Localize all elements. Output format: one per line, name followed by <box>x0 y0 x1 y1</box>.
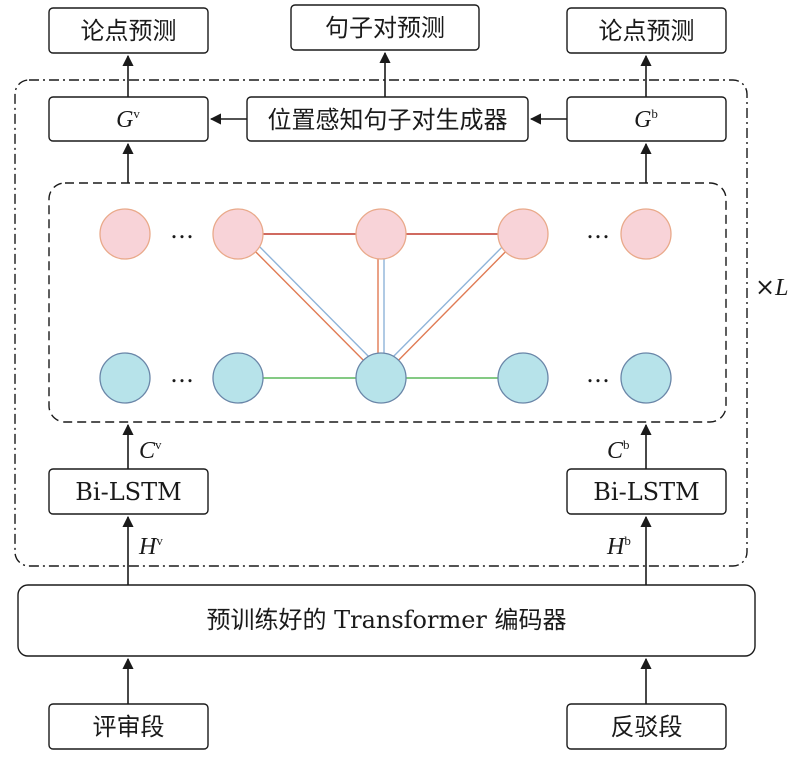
rebuttal-node <box>99 352 151 404</box>
g-review-box: Gv <box>48 96 209 142</box>
transformer-encoder-box: 预训练好的 Transformer 编码器 <box>17 584 756 657</box>
g-review-label: Gv <box>116 106 140 133</box>
cross-edge <box>239 235 380 377</box>
cross-edge <box>382 235 522 377</box>
review-node <box>212 208 264 260</box>
bilstm-review-box: Bi-LSTM <box>48 468 209 515</box>
argument-prediction-left-label: 论点预测 <box>81 17 177 45</box>
rebuttal-input-label: 反驳段 <box>611 713 683 741</box>
generator-label: 位置感知句子对生成器 <box>268 106 508 134</box>
ellipsis-rebuttal-right: … <box>586 360 610 388</box>
ellipsis-rebuttal-left: … <box>170 360 194 388</box>
graph-region <box>48 182 727 423</box>
repeat-label: ×L <box>755 273 788 301</box>
c-rebuttal-label: Cb <box>607 437 630 464</box>
ellipsis-review-right: … <box>586 216 610 244</box>
h-review-label: Hv <box>138 533 163 560</box>
generator-box: 位置感知句子对生成器 <box>246 96 529 142</box>
c-review-label: Cv <box>139 437 162 464</box>
bilstm-rebuttal-label: Bi-LSTM <box>593 478 699 506</box>
argument-prediction-right: 论点预测 <box>566 7 727 54</box>
review-input-label: 评审段 <box>93 713 165 741</box>
review-node <box>620 208 672 260</box>
cross-edge <box>377 231 518 373</box>
review-input-box: 评审段 <box>48 703 209 750</box>
g-rebuttal-label: Gb <box>634 106 658 133</box>
rebuttal-node <box>620 352 672 404</box>
bilstm-review-label: Bi-LSTM <box>75 478 181 506</box>
review-node <box>355 208 407 260</box>
cross-edge <box>244 231 385 373</box>
rebuttal-input-box: 反驳段 <box>566 703 727 750</box>
argument-prediction-left: 论点预测 <box>48 7 209 54</box>
h-rebuttal-label: Hb <box>606 533 631 560</box>
pair-prediction-label: 句子对预测 <box>325 14 445 42</box>
review-node <box>497 208 549 260</box>
repeated-layer-frame <box>14 79 748 567</box>
rebuttal-node <box>212 352 264 404</box>
review-node <box>99 208 151 260</box>
rebuttal-node <box>355 352 407 404</box>
g-rebuttal-box: Gb <box>566 96 727 142</box>
argument-prediction-right-label: 论点预测 <box>599 17 695 45</box>
pair-prediction: 句子对预测 <box>290 4 480 51</box>
ellipsis-review-left: … <box>170 216 194 244</box>
bilstm-rebuttal-box: Bi-LSTM <box>566 468 727 515</box>
transformer-encoder-label: 预训练好的 Transformer 编码器 <box>206 606 566 634</box>
rebuttal-node <box>497 352 549 404</box>
